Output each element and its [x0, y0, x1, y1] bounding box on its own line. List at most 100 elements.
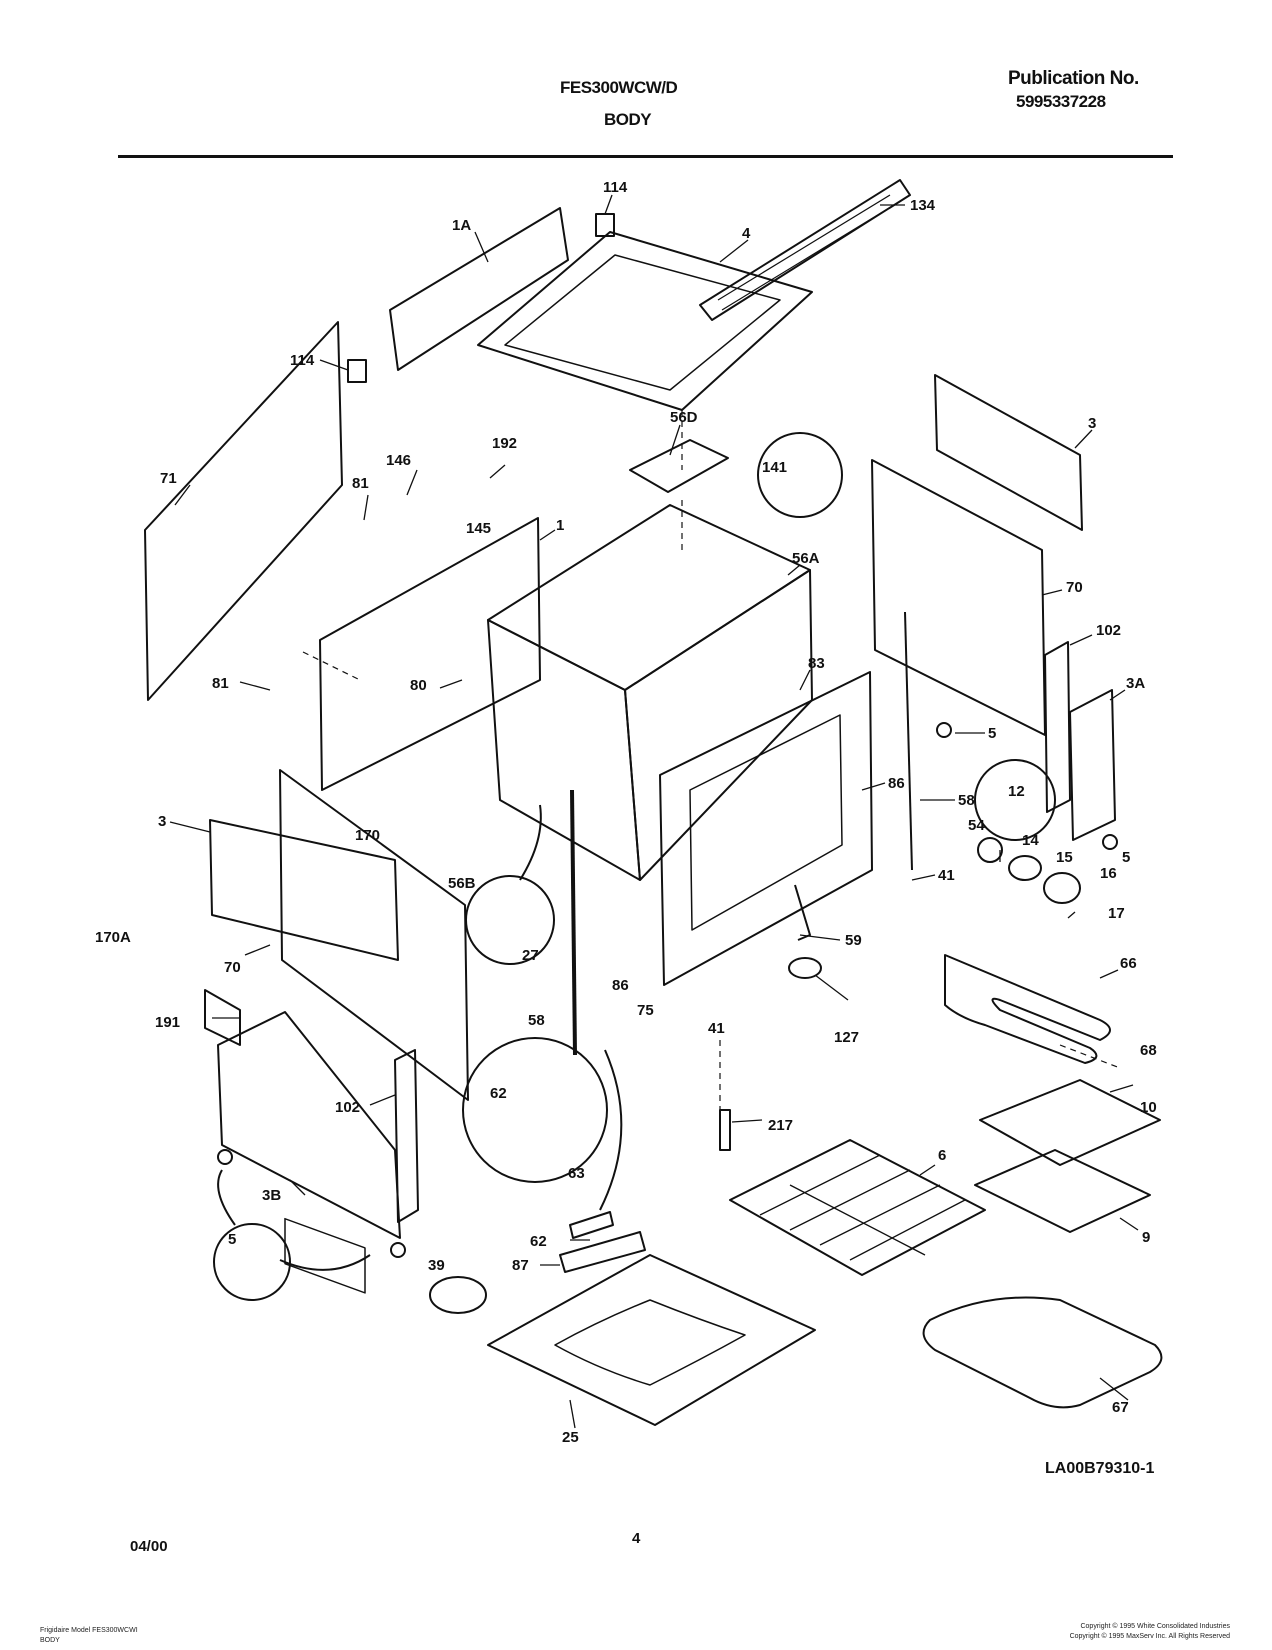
header-divider	[118, 155, 1173, 158]
callout-12: 12	[1008, 783, 1025, 800]
page-number: 4	[632, 1530, 641, 1547]
callout-54: 54	[968, 817, 985, 834]
bottom-panel-part	[487, 1254, 816, 1426]
callout-86-right: 86	[888, 775, 905, 792]
oven-liner-body	[487, 619, 641, 881]
left-divider-part	[394, 1049, 419, 1223]
model-number: FES300WCW/D	[560, 78, 678, 97]
footer-model-line: Frigidaire Model FES300WCWI	[40, 1627, 138, 1634]
callout-27: 27	[522, 947, 539, 964]
callout-87: 87	[512, 1257, 529, 1274]
detail-circle-12	[974, 759, 1056, 841]
top-cover-inner	[504, 254, 781, 391]
terminal-block-small	[569, 1211, 614, 1239]
strip-217-part	[719, 1109, 731, 1151]
callout-3-lower: 3	[158, 813, 166, 830]
broil-element-part	[944, 954, 1111, 1064]
callout-56B: 56B	[448, 875, 476, 892]
vent-tube-part	[794, 884, 811, 941]
leveling-foot-5d	[1102, 834, 1118, 850]
detail-circle-141	[757, 432, 843, 518]
callout-62-lower: 62	[530, 1233, 547, 1250]
callout-4: 4	[742, 225, 751, 242]
right-divider-part	[1044, 641, 1071, 813]
leveling-foot-5c	[936, 722, 952, 738]
callout-3A: 3A	[1126, 675, 1145, 692]
callout-59: 59	[845, 932, 862, 949]
drawing-id: LA00B79310-1	[1045, 1460, 1155, 1477]
revision-date: 04/00	[130, 1538, 168, 1555]
callout-5-far-right: 5	[1122, 849, 1130, 866]
publication-number: 5995337228	[1016, 92, 1106, 111]
drawer-window	[284, 1217, 366, 1294]
callout-62-detail: 62	[490, 1085, 507, 1102]
arrow-detail-62	[599, 1049, 623, 1211]
callout-3-upper: 3	[1088, 415, 1096, 432]
callout-114-upper: 114	[603, 179, 628, 196]
callout-170A: 170A	[95, 929, 131, 946]
copyright-line-1: Copyright © 1995 White Consolidated Indu…	[1080, 1623, 1230, 1630]
bracket-114-lower	[347, 359, 367, 383]
callout-217: 217	[768, 1117, 793, 1134]
callout-75: 75	[637, 1002, 654, 1019]
top-cover-part	[477, 231, 813, 411]
center-trim-part	[570, 789, 577, 1056]
callout-71: 71	[160, 470, 177, 487]
section-title: BODY	[604, 110, 652, 129]
callout-191: 191	[155, 1014, 180, 1031]
callout-66: 66	[1120, 955, 1137, 972]
callout-102-right: 102	[1096, 622, 1121, 639]
callout-1A: 1A	[452, 217, 471, 234]
callout-39: 39	[428, 1257, 445, 1274]
light-cover-part	[1043, 872, 1081, 904]
callout-1: 1	[556, 517, 564, 534]
door-frame-part	[659, 671, 873, 986]
thermostat-part	[429, 1276, 487, 1314]
publication-label: Publication No.	[1008, 68, 1139, 89]
bake-element-part	[922, 1296, 1163, 1409]
footer-section-line: BODY	[40, 1637, 60, 1644]
callout-6: 6	[938, 1147, 946, 1164]
light-socket-part	[977, 837, 1003, 863]
callout-102-left: 102	[335, 1099, 360, 1116]
arrow-from-foot	[217, 1169, 236, 1226]
callout-3B: 3B	[262, 1187, 281, 1204]
callout-86-lower: 86	[612, 977, 629, 994]
callout-41-right: 41	[938, 867, 955, 884]
callout-5-foot: 5	[228, 1231, 236, 1248]
bottom-panel-recess	[554, 1299, 746, 1386]
top-shield-part	[629, 439, 729, 493]
callout-146: 146	[386, 452, 411, 469]
right-bracket-part	[1069, 689, 1116, 841]
callout-41-center: 41	[708, 1020, 725, 1037]
callout-68: 68	[1140, 1042, 1157, 1059]
lower-rear-panel-part	[209, 819, 399, 961]
callout-145: 145	[466, 520, 491, 537]
right-rear-panel-part	[934, 374, 1083, 531]
leveling-foot-5a	[217, 1149, 233, 1165]
detail-circle-62-63	[462, 1037, 608, 1183]
broiler-pan-part	[974, 1149, 1151, 1233]
detail-circle-5	[213, 1223, 291, 1301]
callout-56A: 56A	[792, 550, 820, 567]
bracket-191-part	[204, 989, 241, 1046]
left-side-panel-part	[144, 321, 343, 701]
callout-80: 80	[410, 677, 427, 694]
rear-lower-panel-part	[319, 517, 541, 791]
callout-15: 15	[1056, 849, 1073, 866]
callout-134: 134	[910, 197, 936, 214]
callout-192: 192	[492, 435, 517, 452]
callout-9: 9	[1142, 1229, 1150, 1246]
callout-10: 10	[1140, 1099, 1157, 1116]
callout-170: 170	[355, 827, 380, 844]
terminal-block-part	[559, 1231, 646, 1273]
rear-upper-panel-part	[389, 207, 569, 371]
callout-14: 14	[1022, 832, 1039, 849]
callout-17: 17	[1108, 905, 1125, 922]
right-side-panel-part	[871, 459, 1046, 736]
callout-141: 141	[762, 459, 787, 476]
callout-70-right: 70	[1066, 579, 1083, 596]
callout-81-lower: 81	[212, 675, 229, 692]
callout-67: 67	[1112, 1399, 1129, 1416]
